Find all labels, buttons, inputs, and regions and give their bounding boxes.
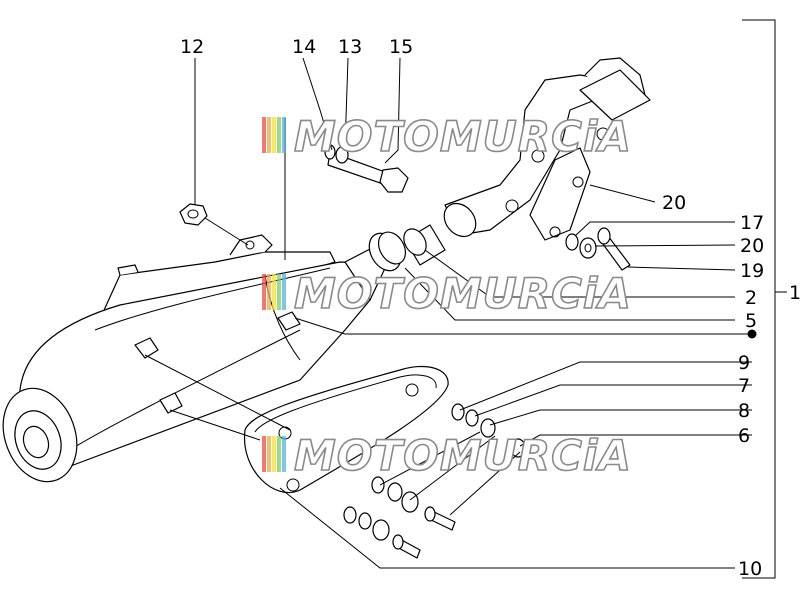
watermark-text: MOTOMURCiA <box>294 112 632 161</box>
callout-10: 10 <box>738 558 762 580</box>
sleeve <box>403 224 446 266</box>
watermark-stripe <box>267 436 271 472</box>
bolt-15 <box>324 144 409 193</box>
bracket-plate <box>243 365 449 493</box>
watermark-logo-stripes <box>262 117 286 153</box>
watermark-1: MOTOMURCiA <box>262 111 632 162</box>
watermark-stripe <box>262 436 266 472</box>
muffler <box>2 234 389 483</box>
watermark-stripe <box>267 117 271 153</box>
watermark-stripe <box>277 117 281 153</box>
callout-1: 1 <box>789 282 800 304</box>
callout-20-top: 20 <box>662 192 686 214</box>
callout-8: 8 <box>738 400 750 422</box>
watermark-stripe <box>282 436 286 472</box>
callout-13: 13 <box>338 36 362 58</box>
washers-17-20 <box>565 233 597 259</box>
callout-7: 7 <box>738 375 750 397</box>
reference-dot <box>747 329 757 339</box>
callout-12: 12 <box>180 36 204 58</box>
watermark-text: MOTOMURCiA <box>294 269 632 318</box>
callout-2: 2 <box>745 287 757 309</box>
callout-14: 14 <box>292 36 316 58</box>
watermark-stripe <box>262 274 266 310</box>
watermark-stripe <box>277 274 281 310</box>
callout-6: 6 <box>738 425 750 447</box>
watermark-stripe <box>267 274 271 310</box>
callout-5: 5 <box>745 310 757 332</box>
watermark-3: MOTOMURCiA <box>262 430 632 481</box>
callout-9: 9 <box>738 352 750 374</box>
watermark-stripe <box>262 117 266 153</box>
callout-20-second: 20 <box>740 235 764 257</box>
watermark-stripe <box>282 274 286 310</box>
watermark-2: MOTOMURCiA <box>262 268 632 319</box>
callout-labels: 12 14 13 15 20 17 20 19 2 5 1 9 7 8 6 10 <box>180 36 800 580</box>
header-pipe <box>443 57 651 241</box>
leader-lines <box>144 19 787 579</box>
nut-12 <box>179 203 208 226</box>
watermark-stripe <box>272 274 276 310</box>
watermark-logo-stripes <box>262 436 286 472</box>
bolt-19 <box>597 227 631 271</box>
callout-17: 17 <box>740 212 764 234</box>
watermark-stripe <box>282 117 286 153</box>
lower-hardware <box>343 403 526 559</box>
callout-15: 15 <box>389 36 413 58</box>
watermark-stripe <box>277 436 281 472</box>
watermark-stripe <box>272 117 276 153</box>
watermark-text: MOTOMURCiA <box>294 431 632 480</box>
callout-19: 19 <box>740 260 764 282</box>
watermark-logo-stripes <box>262 274 286 310</box>
clamp-ring <box>368 231 407 272</box>
watermark-stripe <box>272 436 276 472</box>
